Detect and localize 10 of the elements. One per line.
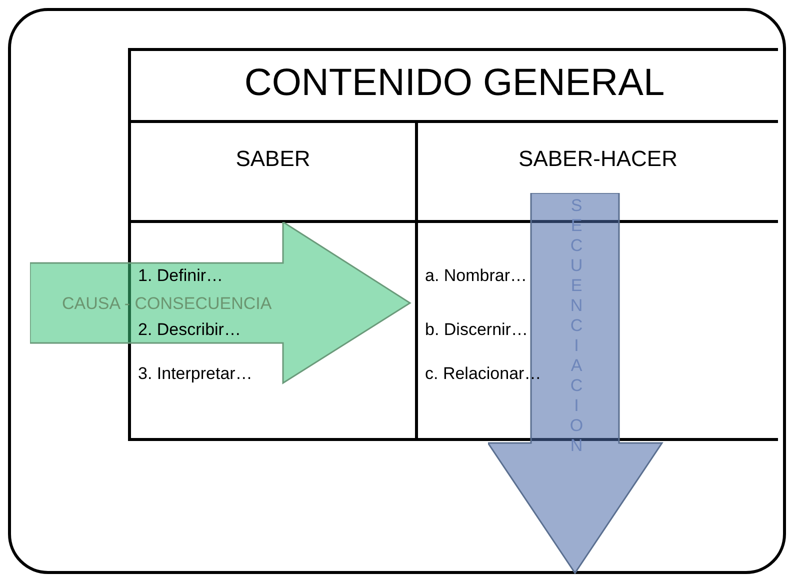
table-title: CONTENIDO GENERAL [243, 62, 666, 105]
list-item: 1. Definir… [138, 266, 224, 286]
list-item: b. Discernir… [425, 320, 528, 340]
block-arrow [30, 222, 412, 385]
column-header: SABER-HACER [518, 146, 678, 172]
list-item: 3. Interpretar… [138, 364, 252, 384]
arrow-label: SECUENCIACION [568, 196, 585, 456]
list-item: 2. Describir… [138, 320, 241, 340]
list-item: a. Nombrar… [425, 266, 528, 286]
column-header: SABER [234, 146, 312, 172]
